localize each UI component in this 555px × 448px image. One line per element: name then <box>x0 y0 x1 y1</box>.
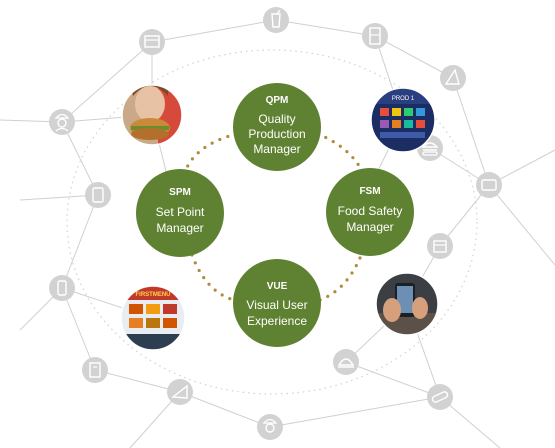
module-qpm-abbr: QPM <box>266 95 289 106</box>
module-qpm: QPM Quality Production Manager <box>233 83 321 171</box>
mobile-phone-icon <box>49 275 75 301</box>
module-fsm-line-2: Manager <box>346 220 393 234</box>
module-fsm: FSM Food Safety Manager <box>326 168 414 256</box>
tablet-icon <box>85 182 111 208</box>
module-vue-line-1: Visual User <box>246 298 307 312</box>
chef-icon <box>49 109 75 135</box>
fryer-icon <box>427 233 453 259</box>
outer-dotted-ring <box>66 49 478 395</box>
module-spm-line-2: Manager <box>156 221 203 235</box>
module-vue: VUE Visual User Experience <box>233 259 321 347</box>
module-fsm-line-1: Food Safety <box>338 204 403 218</box>
module-vue-line-2: Experience <box>247 314 307 328</box>
tablet-icon <box>476 172 502 198</box>
pizza-slice-icon <box>167 379 193 405</box>
chef-icon <box>257 414 283 440</box>
appliance-icons <box>49 7 502 440</box>
module-spm: SPM Set Point Manager <box>136 169 224 257</box>
photo-tablet-dashboard: PROD 1 <box>370 87 436 153</box>
hot-dog-icon <box>427 384 453 410</box>
module-qpm-line-3: Manager <box>253 142 300 156</box>
module-connectors <box>183 132 366 302</box>
refrigerator-icon <box>362 23 388 49</box>
module-qpm-line-1: Quality <box>258 112 295 126</box>
tablet-screen-label: PROD 1 <box>392 96 415 102</box>
module-qpm-line-2: Production <box>248 127 305 141</box>
drink-cup-icon <box>263 7 289 33</box>
module-fsm-abbr: FSM <box>359 186 380 197</box>
module-spm-abbr: SPM <box>169 187 191 198</box>
food-cloche-icon <box>333 349 359 375</box>
module-spm-line-1: Set Point <box>156 205 205 219</box>
menu-screen-label: FIRSTMENU <box>136 292 171 298</box>
pizza-slice-icon <box>440 65 466 91</box>
photo-phone-hands <box>375 272 439 336</box>
oven-icon <box>139 29 165 55</box>
grill-icon <box>82 357 108 383</box>
module-vue-abbr: VUE <box>267 281 288 292</box>
photo-food-menu-screen: FIRSTMENU <box>120 285 186 351</box>
photo-burger-eater <box>121 84 183 146</box>
